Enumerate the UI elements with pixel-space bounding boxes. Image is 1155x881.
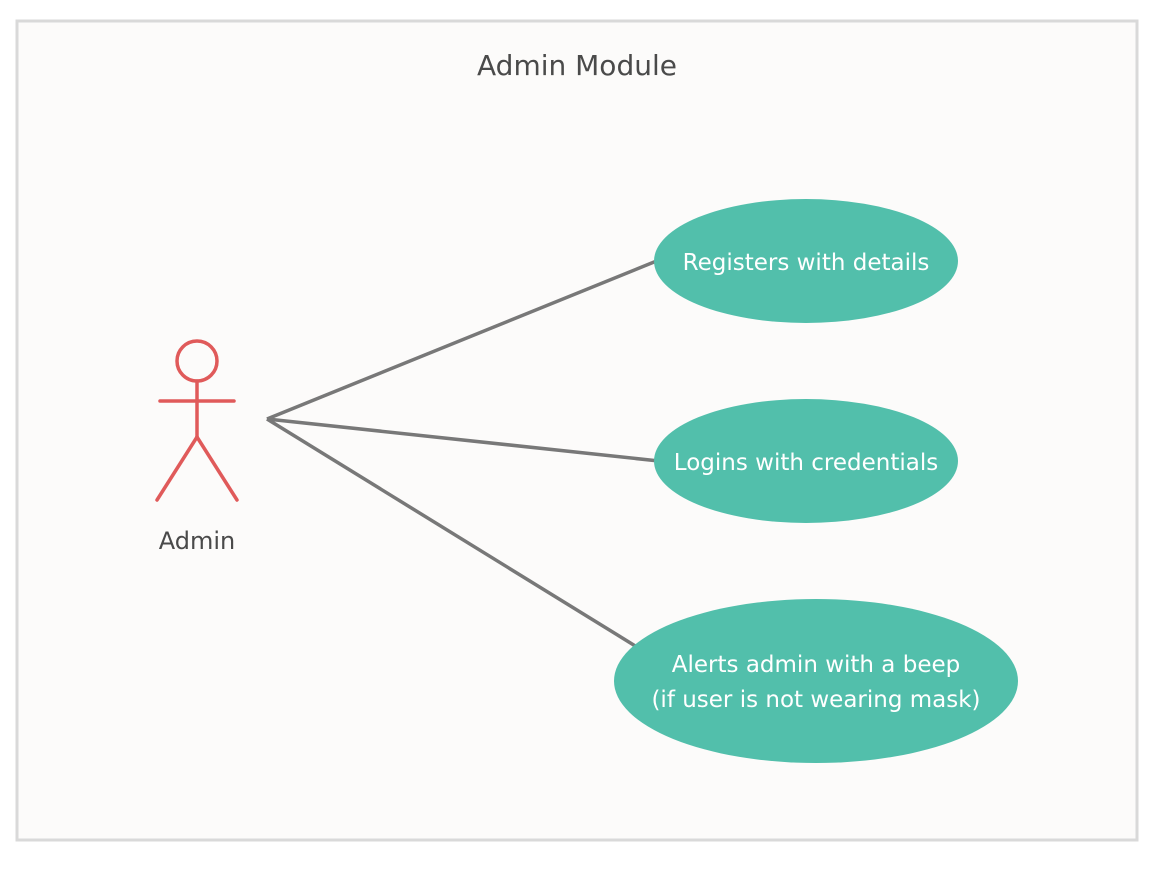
use-case-register: Registers with details [654,199,958,323]
connector-line-2 [266,417,660,463]
connectors [266,258,660,649]
diagram-title: Admin Module [477,49,677,82]
connector-line-1 [266,258,660,421]
use-case-label: Logins with credentials [674,450,938,476]
connector-line-3 [266,417,638,649]
use-case-ellipse [614,599,1018,763]
use-case-login: Logins with credentials [654,399,958,523]
actor-right-leg [195,435,239,502]
actor-left-leg [155,435,199,502]
use-case-alert: Alerts admin with a beep (if user is not… [614,599,1018,763]
actor-label: Admin [159,527,236,555]
use-case-label: Registers with details [683,250,930,276]
use-case-label-line-1: Alerts admin with a beep [672,652,960,678]
use-case-ellipse [654,199,958,323]
use-case-label-line-2: (if user is not wearing mask) [651,687,980,713]
use-case-ellipse [654,399,958,523]
actor-admin [155,339,239,502]
